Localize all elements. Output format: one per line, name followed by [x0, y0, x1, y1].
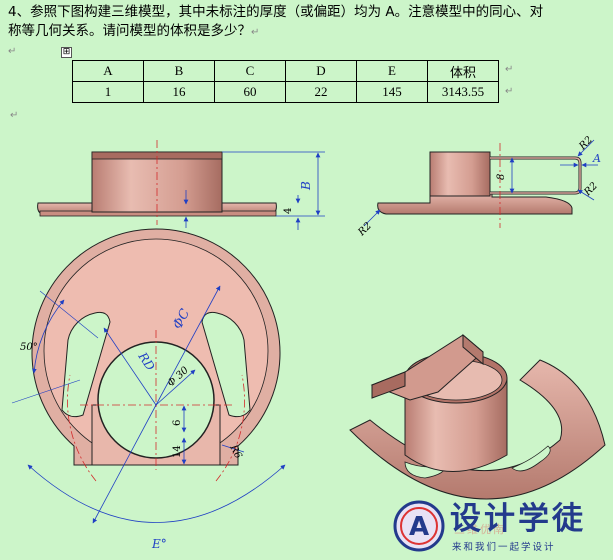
problem-line-2: 称等几何关系。请问模型的体积是多少？↵	[8, 22, 608, 42]
dim-fourteen: 14	[172, 445, 183, 458]
table-header-volume: 体积	[427, 60, 499, 82]
watermark-brand-name: 设计学徒	[450, 501, 586, 537]
table-value-row: 1 16 60 22 145 3143.55	[72, 81, 499, 103]
table-move-handle-icon[interactable]: ⊞	[61, 47, 72, 58]
dim-b: B	[299, 181, 313, 191]
top-view	[11, 228, 286, 524]
table-value-volume: 3143.55	[427, 81, 499, 103]
dim-fifty: 50°	[20, 342, 38, 353]
return-mark: ↵	[505, 64, 514, 75]
table-value-e: 145	[356, 81, 428, 103]
watermark: A 三维优南 设计学徒 来和我们一起学设计	[392, 499, 607, 557]
dim-six: 6	[172, 420, 183, 426]
brand-logo-icon: A	[393, 500, 445, 552]
parameter-table: A B C D E 体积 1 16 60 22 145 3143.55	[72, 60, 499, 103]
dim-r2-right: R2	[582, 181, 600, 199]
dim-four: 4	[283, 208, 294, 214]
dim-eight: 8	[496, 174, 507, 180]
table-value-b: 16	[143, 81, 215, 103]
dim-e-deg: E°	[151, 537, 167, 551]
table-value-c: 60	[214, 81, 286, 103]
watermark-tagline: 来和我们一起学设计	[452, 542, 556, 553]
logo-letter: A	[409, 512, 429, 542]
watermark-faint-text: 三维优南	[454, 523, 506, 536]
dim-r2-left: R2	[356, 221, 374, 239]
table-value-d: 22	[285, 81, 357, 103]
problem-statement: 4、参照下图构建三维模型，其中未标注的厚度（或偏距）均为 A。注意模型中的同心、…	[8, 3, 608, 61]
return-mark: ↵	[505, 86, 514, 97]
problem-line-2-text: 称等几何关系。请问模型的体积是多少？	[8, 23, 251, 39]
table-value-a: 1	[72, 81, 144, 103]
return-mark: ↵	[8, 46, 17, 57]
return-mark: ↵	[10, 110, 19, 121]
isometric-view	[349, 333, 606, 500]
dim-r2-top: R2	[577, 135, 595, 153]
return-mark: ↵	[251, 27, 260, 38]
side-view	[363, 139, 598, 228]
problem-line-1: 4、参照下图构建三维模型，其中未标注的厚度（或偏距）均为 A。注意模型中的同心、…	[8, 4, 544, 20]
front-view	[37, 140, 325, 230]
dim-a-side: A	[592, 152, 601, 165]
